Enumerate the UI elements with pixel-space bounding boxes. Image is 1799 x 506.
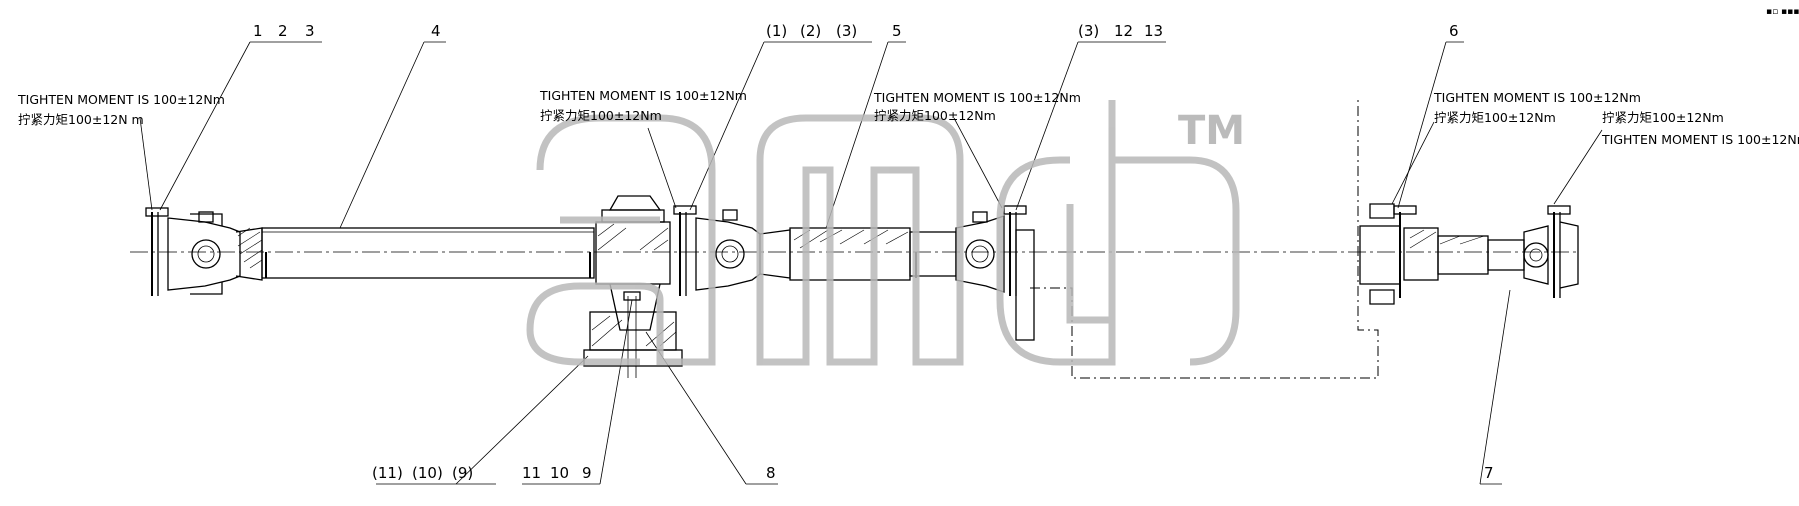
callouts: 1 2 3 4 (1) (2) (3) 5 (3) 12 13 6 7 8 (1… — [253, 22, 1494, 482]
torque-notes: TIGHTEN MOMENT IS 100±12Nm 拧紧力矩100±12N m… — [17, 88, 1799, 147]
callout-7: 7 — [1484, 464, 1494, 482]
callout-9: 9 — [582, 464, 592, 482]
callout-3: 3 — [305, 22, 315, 40]
left-yoke-assembly — [145, 207, 263, 296]
callout-11: 11 — [522, 464, 541, 482]
right-yoke-assembly — [1359, 203, 1489, 305]
torque-note-right-cn: 拧紧力矩100±12Nm — [1434, 110, 1556, 125]
callout-2: 2 — [278, 22, 288, 40]
torque-note-left-cn: 拧紧力矩100±12N m — [18, 112, 144, 127]
torque-note-center-cn: 拧紧力矩100±12Nm — [540, 108, 662, 123]
end-yoke-assembly — [1487, 205, 1579, 298]
leader-lines — [139, 41, 1603, 485]
callout-p9: (9) — [452, 464, 473, 482]
torque-note-right-en: TIGHTEN MOMENT IS 100±12Nm — [1433, 90, 1641, 105]
torque-note-left-en: TIGHTEN MOMENT IS 100±12Nm — [17, 92, 225, 107]
callout-6: 6 — [1449, 22, 1459, 40]
shaft-tube — [261, 227, 595, 279]
callout-p10: (10) — [412, 464, 443, 482]
callout-13: 13 — [1144, 22, 1163, 40]
callout-p11: (11) — [372, 464, 403, 482]
callout-5: 5 — [892, 22, 902, 40]
callout-1: 1 — [253, 22, 263, 40]
callout-10: 10 — [550, 464, 569, 482]
torque-note-center-en: TIGHTEN MOMENT IS 100±12Nm — [539, 88, 747, 103]
torque-note-end-en: TIGHTEN MOMENT IS 100±12Nm — [1601, 132, 1799, 147]
watermark-logo: TM — [526, 100, 1245, 366]
callout-p3: (3) — [836, 22, 857, 40]
callout-p3b: (3) — [1078, 22, 1099, 40]
callout-8: 8 — [766, 464, 776, 482]
torque-note-mid-cn: 拧紧力矩100±12Nm — [874, 108, 996, 123]
callout-12: 12 — [1114, 22, 1133, 40]
torque-note-mid-en: TIGHTEN MOMENT IS 100±12Nm — [873, 90, 1081, 105]
callout-p2: (2) — [800, 22, 821, 40]
corner-mark: ▪▫ ▪▪▪ — [1766, 7, 1799, 17]
callout-p1: (1) — [766, 22, 787, 40]
callout-4: 4 — [431, 22, 441, 40]
middle-joint-slip-shaft — [695, 205, 1035, 341]
torque-note-end-cn: 拧紧力矩100±12Nm — [1602, 110, 1724, 125]
watermark-trademark: TM — [1178, 108, 1245, 154]
